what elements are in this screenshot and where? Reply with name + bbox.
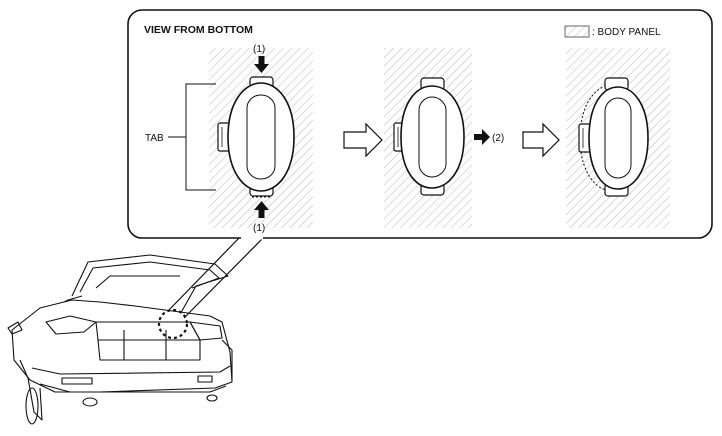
step-arrow-1-icon — [343, 122, 383, 158]
original-position-outline — [579, 84, 645, 192]
body-panel-legend-label: : BODY PANEL — [592, 27, 661, 38]
lamp-body — [227, 82, 295, 192]
body-panel-legend-swatch — [564, 25, 590, 38]
slide-arrow-right-icon — [474, 129, 490, 145]
push-arrow-down-icon — [254, 56, 269, 73]
callout-leader — [167, 236, 265, 319]
lamp-body — [400, 85, 465, 189]
lamp-body — [588, 86, 649, 190]
push-arrow-up-icon — [254, 201, 269, 218]
callout-title: VIEW FROM BOTTOM — [144, 24, 253, 36]
step-arrow-2-icon — [522, 122, 560, 158]
step-2-label: (2) — [492, 133, 504, 144]
car-rear-illustration — [7, 254, 233, 425]
location-marker — [157, 308, 189, 340]
step-2-panel — [384, 48, 472, 228]
step-3-panel — [566, 48, 670, 228]
step-1-bottom-label: (1) — [253, 223, 265, 234]
step-1-panel — [209, 48, 313, 228]
step-1-top-label: (1) — [253, 44, 265, 55]
tab-bracket — [168, 83, 216, 191]
tab-label: TAB — [145, 133, 164, 144]
